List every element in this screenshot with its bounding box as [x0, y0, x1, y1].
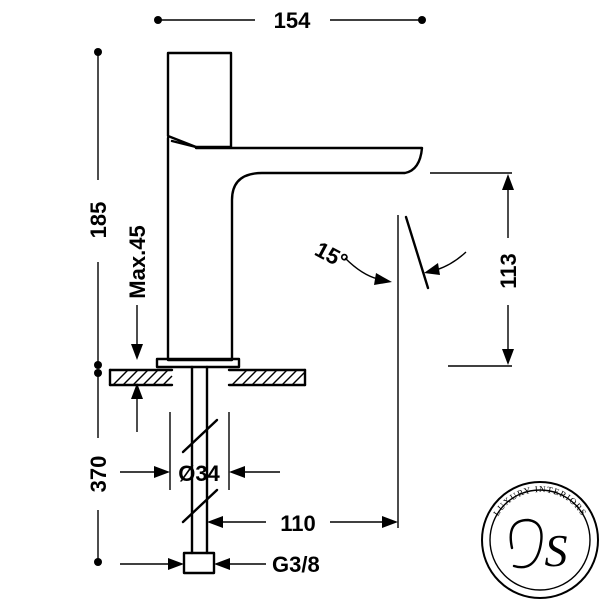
width-dimension: 154 [154, 8, 426, 33]
spout-height-dimension: 113 [430, 172, 521, 367]
reach-dimension: 110 [207, 215, 399, 536]
hose-length-label: 370 [86, 456, 111, 493]
reach-label: 110 [280, 511, 316, 536]
hose-connector [182, 551, 216, 575]
max-deck-label: Max.45 [125, 225, 150, 298]
angle-dimension: 15° [311, 215, 467, 290]
hose-length-dimension: 370 [86, 369, 111, 566]
height-label: 185 [86, 202, 111, 239]
deck-surface [108, 368, 307, 387]
tail-diameter-dimension: Ø34 [120, 412, 280, 490]
faucet-body [155, 51, 424, 575]
logo-swirl [509, 518, 543, 569]
spout-height-label: 113 [496, 253, 521, 289]
connection-dimension: G3/8 [120, 552, 320, 577]
height-dimension: 185 [86, 48, 111, 369]
faucet-spout [166, 136, 424, 362]
faucet-base [155, 357, 241, 369]
logo-initials: S [545, 525, 568, 576]
width-label: 154 [274, 8, 311, 33]
brand-logo: LUXURY INTERIORS S [481, 481, 599, 599]
connection-label: G3/8 [272, 552, 320, 577]
angle-label: 15° [311, 237, 352, 275]
tail-diameter-label: Ø34 [178, 461, 220, 486]
faucet-handle [166, 51, 233, 149]
deck-thickness-dimension: Max.45 [125, 225, 150, 432]
